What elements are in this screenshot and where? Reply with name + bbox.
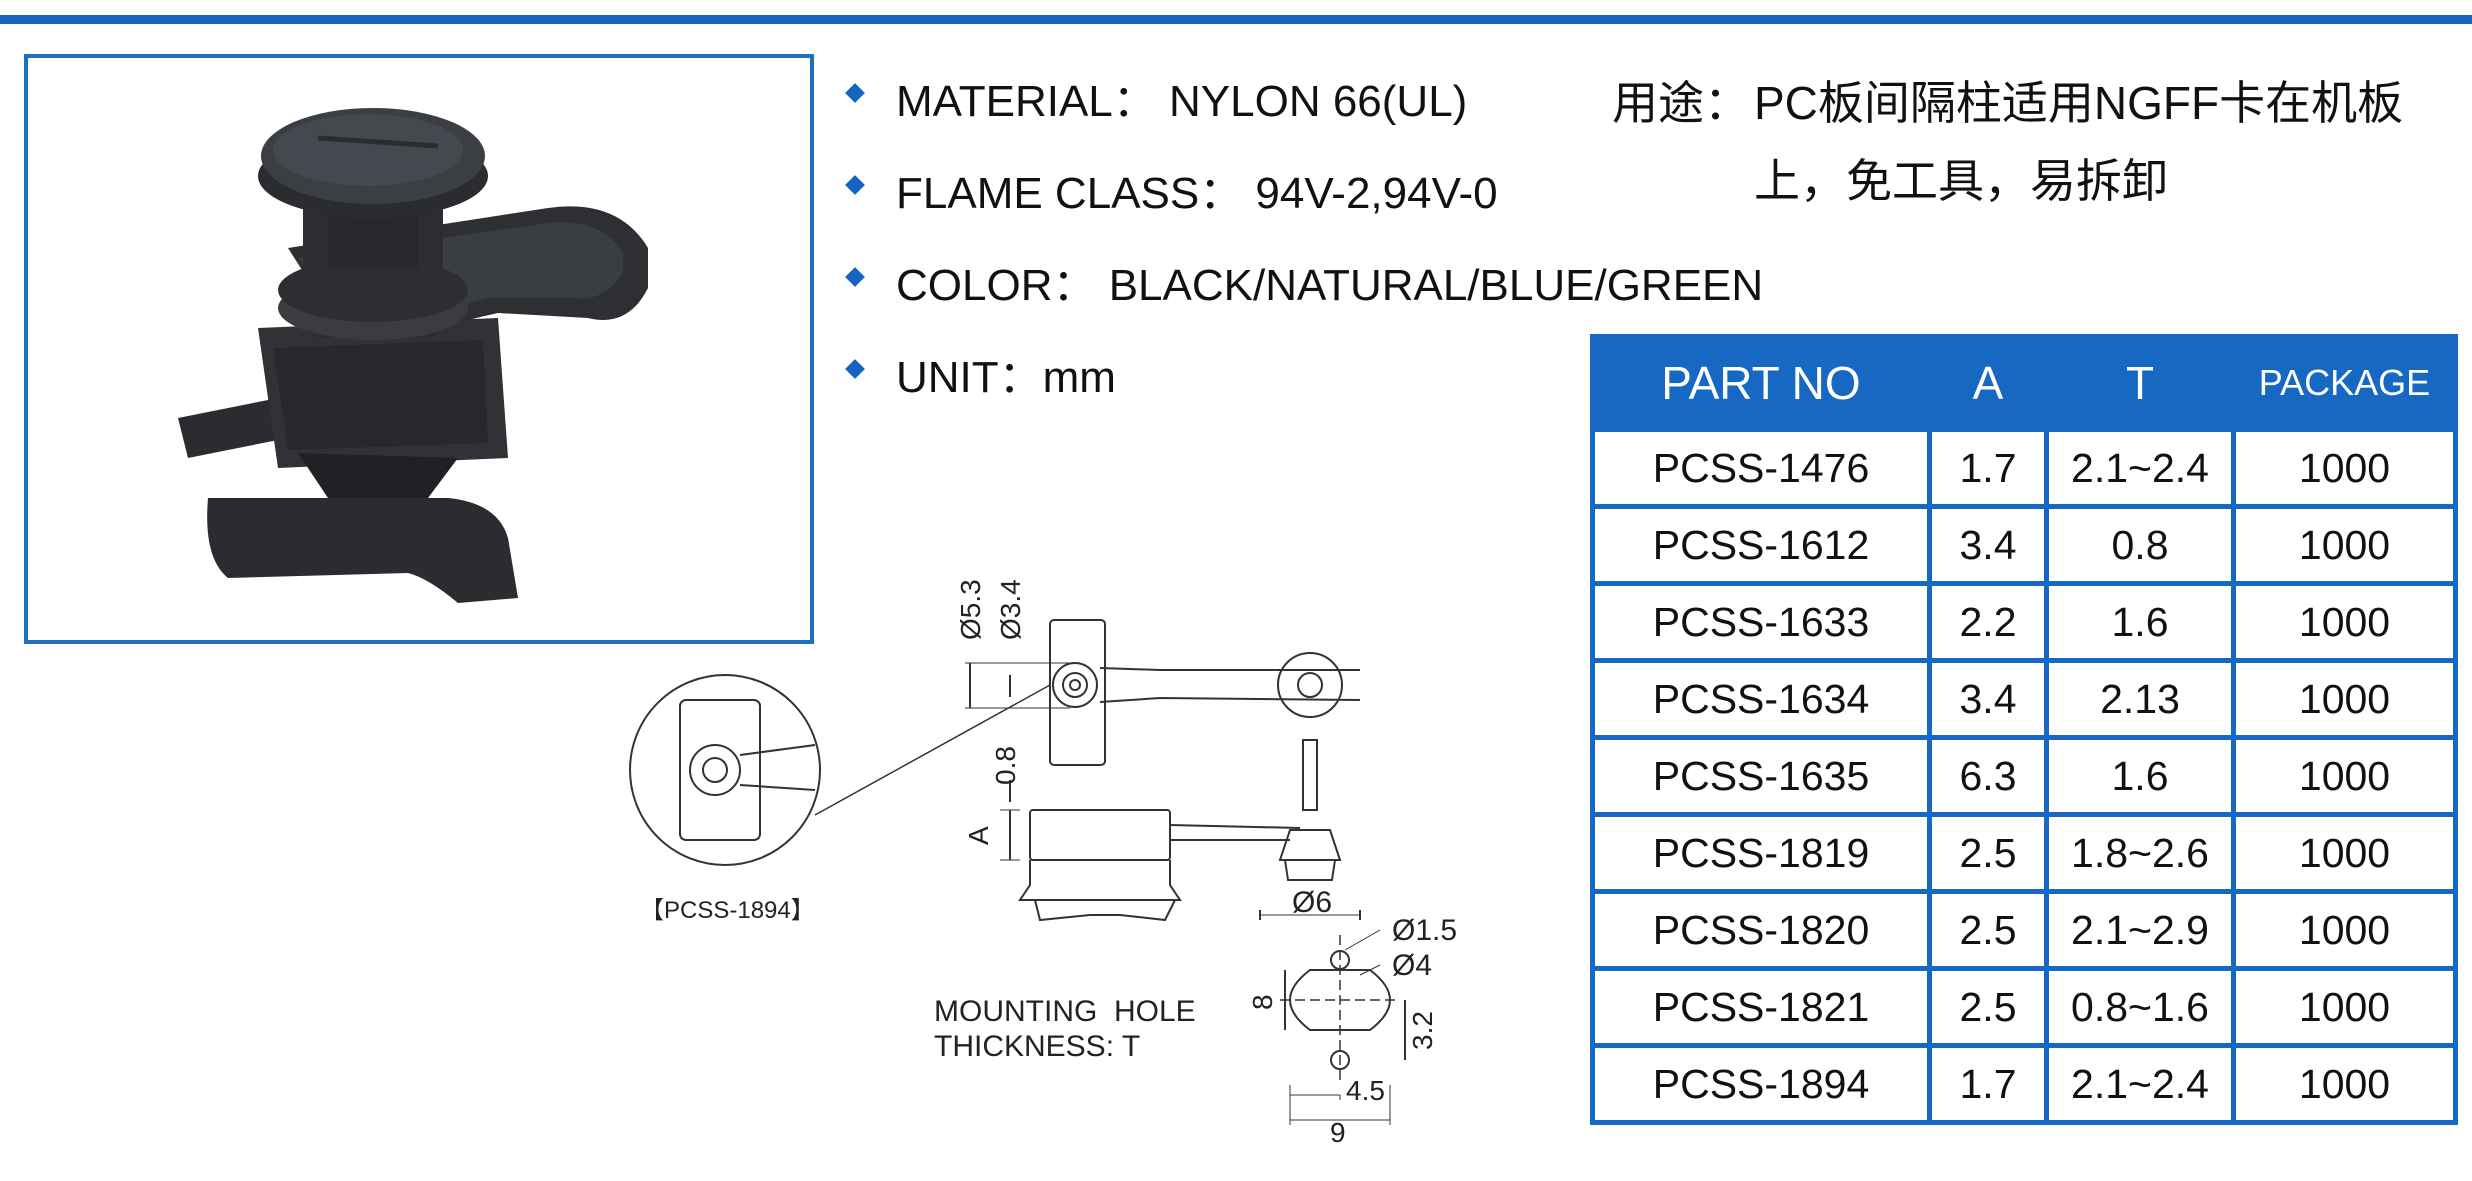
cell-part-no: PCSS-1819 [1590, 812, 1932, 894]
cell-a: 1.7 [1927, 1043, 2049, 1125]
dim-32: 3.2 [1407, 1011, 1438, 1050]
cell-a: 6.3 [1927, 735, 2049, 817]
cell-a: 1.7 [1927, 427, 2049, 509]
cell-a: 2.5 [1927, 889, 2049, 971]
mounting-hole-label: MOUNTING HOLE [934, 995, 1196, 1028]
dim-d4: Ø4 [1392, 949, 1432, 982]
dim-d34: Ø3.4 [995, 579, 1026, 640]
header-part-no: PART NO [1590, 334, 1932, 432]
cell-package: 1000 [2231, 812, 2458, 894]
top-accent-bar [0, 15, 2472, 24]
cell-a: 2.5 [1927, 966, 2049, 1048]
dim-d6: Ø6 [1292, 886, 1332, 919]
cell-package: 1000 [2231, 581, 2458, 663]
cell-a: 3.4 [1927, 504, 2049, 586]
usage-text: PC板间隔柱适用NGFF卡在机板上，免工具，易拆卸 [1754, 77, 2404, 207]
cell-t: 2.13 [2044, 658, 2236, 740]
diamond-bullet-icon [845, 175, 865, 195]
cell-part-no: PCSS-1634 [1590, 658, 1932, 740]
cell-a: 3.4 [1927, 658, 2049, 740]
cell-part-no: PCSS-1821 [1590, 966, 1932, 1048]
cell-part-no: PCSS-1635 [1590, 735, 1932, 817]
thickness-label: THICKNESS: T [934, 1030, 1140, 1063]
cell-t: 2.1~2.9 [2044, 889, 2236, 971]
dim-d15: Ø1.5 [1392, 914, 1457, 947]
cell-package: 1000 [2231, 966, 2458, 1048]
header-t: T [2044, 334, 2236, 432]
cell-t: 2.1~2.4 [2044, 1043, 2236, 1125]
part-number-label: 【PCSS-1894】 [640, 897, 815, 924]
cell-t: 1.8~2.6 [2044, 812, 2236, 894]
diamond-bullet-icon [845, 359, 865, 379]
cell-package: 1000 [2231, 889, 2458, 971]
cell-t: 0.8 [2044, 504, 2236, 586]
cell-package: 1000 [2231, 735, 2458, 817]
table-header-row: PART NO A T PACKAGE [1590, 334, 2458, 432]
cell-t: 1.6 [2044, 581, 2236, 663]
cell-part-no: PCSS-1820 [1590, 889, 1932, 971]
header-a: A [1927, 334, 2049, 432]
cell-a: 2.2 [1927, 581, 2049, 663]
diamond-bullet-icon [845, 267, 865, 287]
product-photo [178, 108, 648, 603]
cell-package: 1000 [2231, 427, 2458, 509]
cell-t: 2.1~2.4 [2044, 427, 2236, 509]
diamond-bullet-icon [845, 83, 865, 103]
header-package: PACKAGE [2231, 334, 2458, 432]
cell-a: 2.5 [1927, 812, 2049, 894]
cell-part-no: PCSS-1476 [1590, 427, 1932, 509]
cell-package: 1000 [2231, 658, 2458, 740]
cell-t: 0.8~1.6 [2044, 966, 2236, 1048]
dim-45: 4.5 [1346, 1075, 1385, 1106]
cell-part-no: PCSS-1633 [1590, 581, 1932, 663]
dim-9: 9 [1330, 1117, 1346, 1148]
cell-package: 1000 [2231, 504, 2458, 586]
cell-part-no: PCSS-1894 [1590, 1043, 1932, 1125]
detail-circle [629, 674, 821, 866]
usage-label: 用途： [1612, 77, 1750, 129]
dim-a: A [963, 826, 994, 845]
product-photo-frame [24, 54, 814, 644]
cell-part-no: PCSS-1612 [1590, 504, 1932, 586]
technical-drawing: Ø5.3 Ø3.4 0.8 A Ø6 Ø1.5 Ø4 8 3.2 4.5 9 M… [629, 579, 1457, 1148]
dim-8: 8 [1247, 994, 1278, 1010]
cell-t: 1.6 [2044, 735, 2236, 817]
dim-08: 0.8 [990, 746, 1021, 785]
cell-package: 1000 [2231, 1043, 2458, 1125]
dim-d53: Ø5.3 [955, 579, 986, 640]
